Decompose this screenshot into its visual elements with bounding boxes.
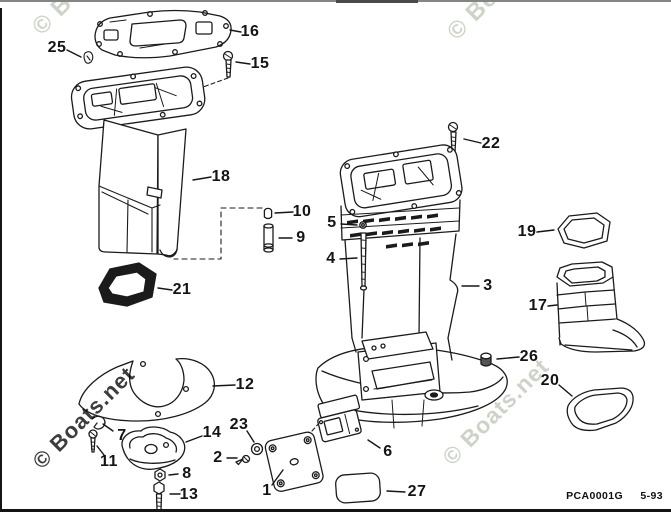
leader-line-16: [229, 29, 242, 33]
leader-line-14: [185, 435, 203, 443]
callout-2: 2: [213, 449, 223, 466]
part-16-gasket: [94, 9, 232, 59]
locator-dashed-line: [173, 207, 263, 260]
part-25-clip: [83, 51, 94, 64]
part-9-tube: [263, 223, 274, 253]
top-border-dark-segment: [336, 0, 418, 3]
callout-21: 21: [172, 281, 192, 298]
callout-27: 27: [407, 483, 427, 500]
callout-5: 5: [327, 214, 337, 231]
part-21-seal: [98, 262, 157, 307]
part-12-plate: [78, 357, 216, 422]
leader-line-15: [235, 61, 251, 65]
callout-16: 16: [240, 23, 260, 40]
callout-9: 9: [296, 229, 306, 246]
leader-line-11: [96, 445, 105, 456]
figure-code-revision: 5-93: [640, 490, 663, 502]
figure-code: PCA0001G 5-93: [552, 490, 663, 502]
callout-1: 1: [262, 482, 272, 499]
callout-26: 26: [519, 348, 539, 365]
part-22-screw: [447, 121, 459, 165]
leader-line-20: [558, 384, 573, 397]
part-27-pad: [335, 472, 381, 504]
callout-12: 12: [235, 376, 255, 393]
part-1-cover: [264, 401, 339, 492]
part-23-washer: [250, 442, 264, 456]
part-2-screw: [235, 454, 251, 466]
leader-line-19: [536, 229, 555, 233]
bottom-border-line: [0, 509, 671, 512]
callout-23: 23: [229, 416, 249, 433]
leader-line-12: [212, 384, 236, 387]
part-13-bolt: [153, 481, 165, 511]
callout-17: 17: [528, 297, 548, 314]
leader-line-7: [102, 423, 114, 432]
part-26-plug: [480, 352, 492, 367]
top-border-line: [0, 0, 671, 2]
leader-line-10: [274, 211, 294, 214]
callout-leader-lines: [66, 29, 573, 495]
part-7-clip: [91, 415, 106, 430]
part-3-lower-housing: [315, 144, 508, 429]
vent-slots: [347, 213, 441, 249]
callout-20: 20: [540, 372, 560, 389]
leader-line-8: [168, 473, 179, 476]
callout-22: 22: [481, 135, 501, 152]
leader-line-21: [157, 287, 173, 291]
callout-19: 19: [517, 223, 537, 240]
callout-7: 7: [117, 427, 127, 444]
part-18-upper-housing: [70, 66, 206, 258]
callout-6: 6: [383, 443, 393, 460]
part-19-seal: [557, 212, 611, 249]
leader-line-17: [547, 304, 558, 307]
leader-line-27: [386, 490, 406, 493]
left-border-line: [0, 8, 2, 512]
callout-25: 25: [47, 39, 67, 56]
callout-8: 8: [182, 465, 192, 482]
part-10-cap: [263, 207, 273, 220]
leader-line-22: [463, 138, 482, 144]
leader-line-26: [496, 356, 520, 360]
part-15-screw: [202, 50, 234, 88]
part-8-nut: [154, 468, 166, 482]
leader-line-25: [66, 49, 82, 58]
leader-line-6: [367, 439, 381, 449]
leader-line-5: [340, 223, 358, 226]
leader-line-4: [339, 257, 358, 260]
leader-line-18: [192, 176, 212, 181]
part-11-screw: [88, 429, 98, 453]
figure-code-number: PCA0001G: [566, 490, 624, 502]
part-5-nut: [359, 221, 367, 229]
part-4-stud: [359, 232, 368, 291]
leader-line-23: [246, 430, 255, 443]
callout-14: 14: [202, 424, 222, 441]
callout-3: 3: [483, 277, 493, 294]
part-20-seal: [566, 387, 634, 432]
part-17-muffler: [556, 261, 646, 353]
part-14-bracket: [121, 426, 186, 470]
callout-4: 4: [326, 250, 336, 267]
part-6-anode: [317, 394, 362, 443]
callout-11: 11: [100, 453, 118, 470]
callout-13: 13: [179, 486, 199, 503]
callout-15: 15: [250, 55, 270, 72]
callout-18: 18: [211, 168, 231, 185]
leader-line-1: [271, 469, 284, 486]
callout-10: 10: [292, 203, 312, 220]
